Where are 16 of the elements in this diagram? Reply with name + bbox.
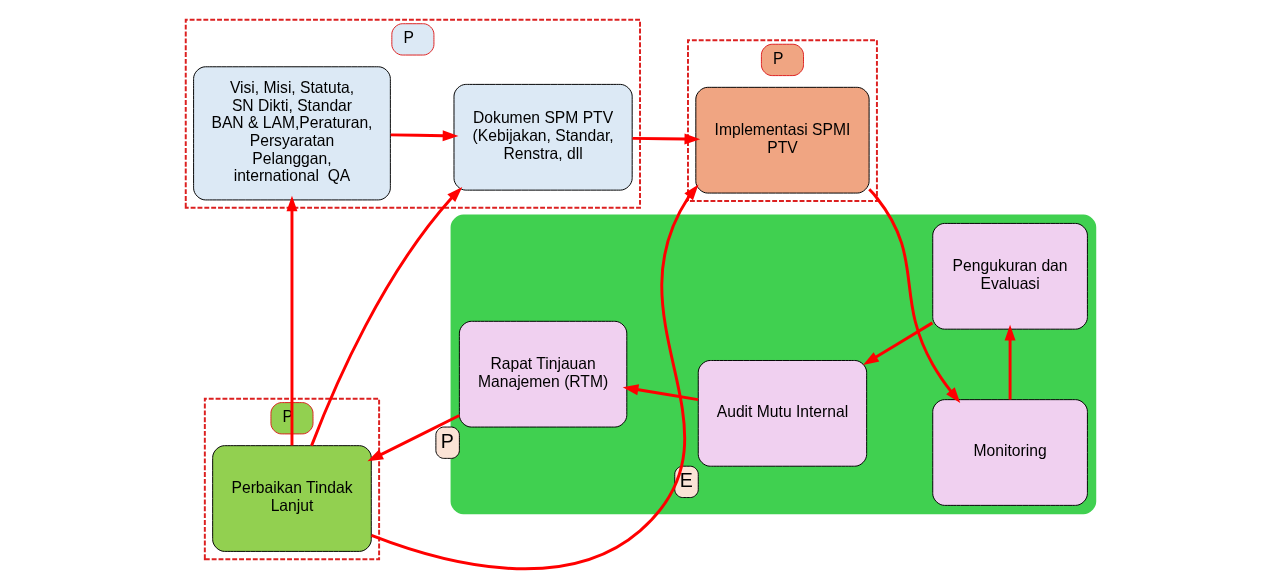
arrow (286, 195, 298, 446)
arrow (622, 384, 699, 402)
node-box: Monitoring (932, 399, 1088, 506)
arrow (310, 186, 463, 447)
arrow (632, 133, 701, 145)
arrow (1004, 324, 1016, 400)
arrow (390, 130, 459, 142)
node-box: Visi, Misi, Statuta, SN Dikti, Standar BAN & LAM,Peraturan, Persyaratan Pelanggan, international QA (193, 66, 391, 201)
arrow (868, 188, 961, 404)
node-label: E (679, 468, 693, 491)
node-label: P (440, 429, 454, 452)
node-box: Pengukuran dan Evaluasi (932, 222, 1088, 330)
node-box: Implementasi SPMI PTV (695, 86, 870, 194)
node-box: Dokumen SPM PTV (Kebijakan, Standar, Renstra, dll (453, 83, 633, 191)
arrow (863, 321, 934, 365)
node-box: Perbaikan Tindak Lanjut (212, 445, 372, 552)
